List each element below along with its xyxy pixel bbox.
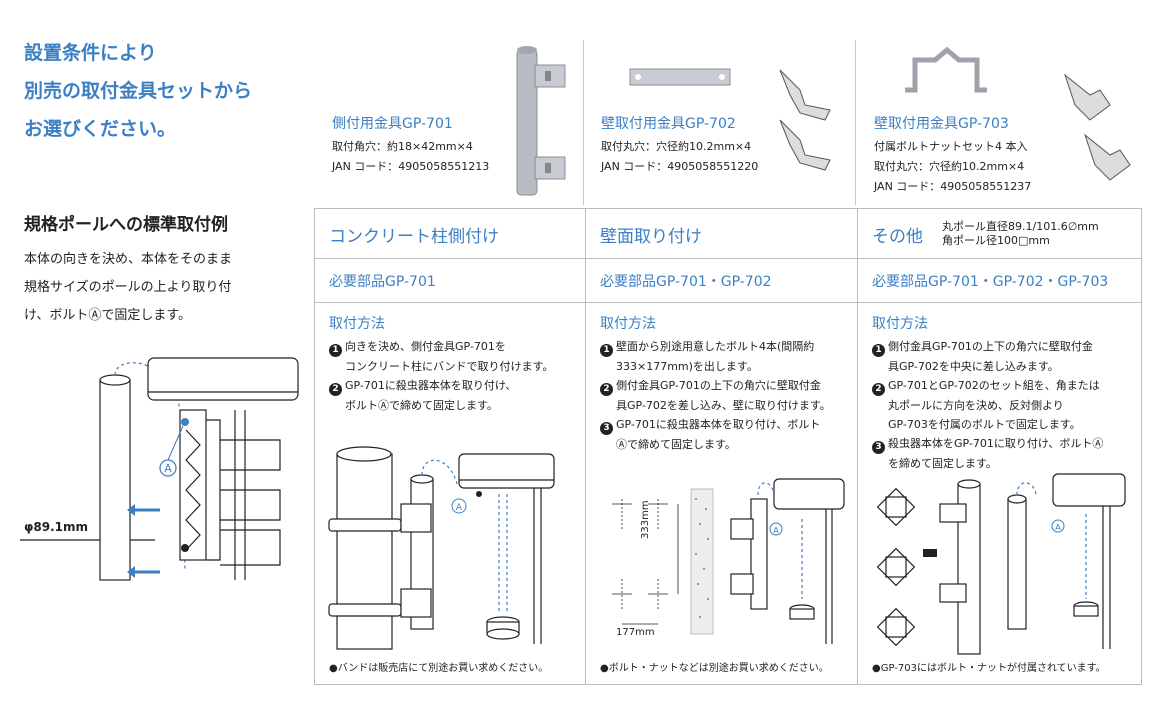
step-number: 1 bbox=[600, 344, 613, 357]
step-number: 3 bbox=[600, 422, 613, 435]
step-number: 2 bbox=[600, 383, 613, 396]
step-text: 具GP-702を差し込み、壁に取り付けます。 bbox=[616, 399, 831, 412]
dimension-vertical: 333mm bbox=[640, 500, 651, 539]
step-text: Ⓐで締めて固定します。 bbox=[616, 438, 736, 451]
method-label: 取付方法 bbox=[600, 316, 656, 332]
column-title: 壁面取り付け bbox=[600, 227, 702, 247]
product-spec: 取付丸穴：穴径約10.2mm×4 bbox=[874, 160, 1025, 173]
concrete-pole-illustration: A bbox=[328, 446, 555, 650]
standard-mount-title: 規格ポールへの標準取付例 bbox=[24, 215, 228, 235]
step-text: GP-701に殺虫器本体を取り付け、ボルト bbox=[616, 418, 821, 431]
standard-pole-illustration: A bbox=[20, 357, 299, 581]
footnote: ●GP-703にはボルト・ナットが付属されています。 bbox=[872, 663, 1106, 674]
step-text: 丸ポールに方向を決め、反対側より bbox=[888, 399, 1064, 412]
required-parts: 必要部品GP-701・GP-702 bbox=[600, 274, 772, 290]
step-text: 向きを決め、側付金具GP-701を bbox=[345, 340, 506, 353]
method-label: 取付方法 bbox=[872, 316, 928, 332]
required-parts: 必要部品GP-701・GP-702・GP-703 bbox=[872, 274, 1109, 290]
step-text: 側付金具GP-701の上下の角穴に壁取付金 bbox=[888, 340, 1093, 353]
other-poles-illustration: A bbox=[876, 473, 1126, 655]
headline-line: 設置条件により bbox=[24, 42, 157, 64]
headline: 設置条件により 別売の取付金具セットから お選びください。 bbox=[24, 34, 304, 148]
required-parts: 必要部品GP-701 bbox=[329, 274, 436, 290]
step-text: 壁面から別途用意したボルト4本(間隔約 bbox=[616, 340, 815, 353]
product-title-gp703: 壁取付用金具GP-703 bbox=[874, 116, 1009, 132]
bolt-marker-label: A bbox=[164, 462, 172, 475]
step-text: GP-701とGP-702のセット組を、角または bbox=[888, 379, 1100, 392]
pole-diameter-label: φ89.1mm bbox=[24, 520, 89, 534]
pole-size-note: 丸ポール直径89.1/101.6∅mm bbox=[942, 220, 1099, 233]
step-number: 1 bbox=[329, 344, 342, 357]
step-number: 1 bbox=[872, 344, 885, 357]
product-spec: 取付丸穴：穴径約10.2mm×4 bbox=[601, 140, 752, 153]
footnote: ●バンドは販売店にて別途お買い求めください。 bbox=[329, 663, 549, 674]
column-other-poles: その他 丸ポール直径89.1/101.6∅mm 角ポール径100□mm 必要部品… bbox=[857, 209, 1141, 684]
step-text: 側付金具GP-701の上下の角穴に壁取付金 bbox=[616, 379, 821, 392]
wall-mount-illustration: A bbox=[612, 478, 845, 644]
step-text: 殺虫器本体をGP-701に取り付け、ボルトⒶ bbox=[888, 437, 1104, 450]
column-title: その他 bbox=[872, 227, 923, 247]
standard-mount-description: 本体の向きを決め、本体をそのまま 規格サイズのポールの上より取り付 け、ボルトⒶ… bbox=[24, 246, 296, 330]
gp701-product-image bbox=[516, 46, 566, 196]
product-divider bbox=[583, 40, 584, 205]
description-line: 本体の向きを決め、本体をそのまま bbox=[24, 252, 233, 267]
bolt-marker-label: A bbox=[773, 526, 779, 535]
step-text: 具GP-702を中央に差し込みます。 bbox=[888, 360, 1059, 373]
step-number: 3 bbox=[872, 441, 885, 454]
step-number: 2 bbox=[872, 383, 885, 396]
gp703-product-image bbox=[905, 46, 1131, 181]
headline-line: 別売の取付金具セットから bbox=[24, 80, 253, 102]
step-number: 2 bbox=[329, 383, 342, 396]
step-text: GP-701に殺虫器本体を取り付け、 bbox=[345, 379, 517, 392]
product-bolt-set: 付属ボルトナットセット4 本入 bbox=[874, 140, 1028, 153]
pole-size-note: 角ポール径100□mm bbox=[942, 234, 1050, 247]
description-line: け、ボルトⒶで固定します。 bbox=[24, 308, 192, 323]
footnote: ●ボルト・ナットなどは別途お買い求めください。 bbox=[600, 663, 829, 674]
dimension-horizontal: 177mm bbox=[616, 627, 655, 638]
product-jan: JAN コード：4905058551220 bbox=[601, 160, 759, 173]
product-title-gp701: 側付用金具GP-701 bbox=[332, 116, 453, 132]
step-text: GP-703を付属のボルトで固定します。 bbox=[888, 418, 1081, 431]
product-jan: JAN コード：4905058551213 bbox=[332, 160, 490, 173]
product-jan: JAN コード：4905058551237 bbox=[874, 180, 1032, 193]
description-line: 規格サイズのポールの上より取り付 bbox=[24, 280, 232, 295]
step-text: を締めて固定します。 bbox=[888, 457, 997, 470]
bolt-marker-label: A bbox=[456, 503, 463, 513]
step-text: コンクリート柱にバンドで取り付けます。 bbox=[345, 360, 554, 373]
column-title: コンクリート柱側付け bbox=[329, 227, 499, 247]
product-title-gp702: 壁取付用金具GP-702 bbox=[601, 116, 736, 132]
method-label: 取付方法 bbox=[329, 316, 385, 332]
headline-line: お選びください。 bbox=[24, 118, 177, 140]
gp702-product-image bbox=[629, 68, 831, 171]
step-text: ボルトⒶで締めて固定します。 bbox=[345, 399, 498, 412]
product-divider bbox=[855, 40, 856, 205]
product-spec: 取付角穴：約18×42mm×4 bbox=[332, 140, 473, 153]
step-text: 333×177mm)を出します。 bbox=[616, 360, 758, 373]
bolt-marker-label: A bbox=[1055, 523, 1061, 532]
